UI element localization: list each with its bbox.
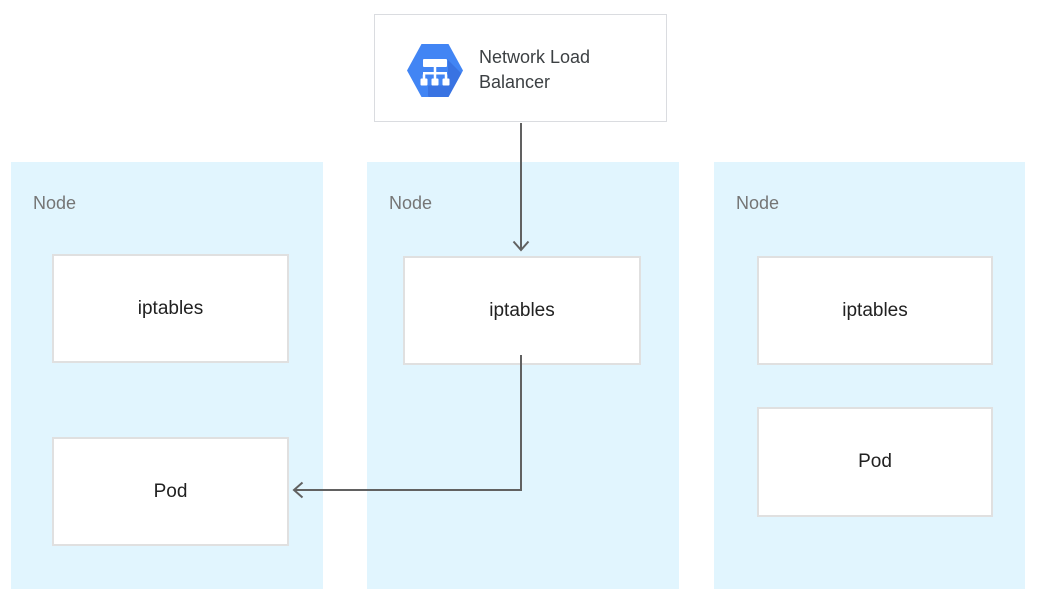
load-balancer-box: Network Load Balancer <box>374 14 667 122</box>
pod-box-left: Pod <box>52 437 289 546</box>
pod-label: Pod <box>153 480 188 502</box>
node-label: Node <box>33 193 77 213</box>
node-middle: Node iptables <box>367 162 679 589</box>
node-label: Node <box>389 193 433 213</box>
node-left: Node iptables Pod <box>11 162 323 589</box>
network-load-balancer-icon <box>407 44 463 97</box>
iptables-label: iptables <box>842 299 908 321</box>
iptables-box-middle: iptables <box>403 256 641 365</box>
iptables-box-left: iptables <box>52 254 289 363</box>
iptables-label: iptables <box>137 297 204 319</box>
iptables-label: iptables <box>489 299 555 321</box>
load-balancer-label: Network Load Balancer <box>479 47 591 92</box>
pod-box-right: Pod <box>757 407 993 517</box>
iptables-box-right: iptables <box>757 256 993 365</box>
node-label: Node <box>736 193 780 213</box>
pod-label: Pod <box>858 451 892 472</box>
node-right: Node iptables Pod <box>714 162 1025 589</box>
